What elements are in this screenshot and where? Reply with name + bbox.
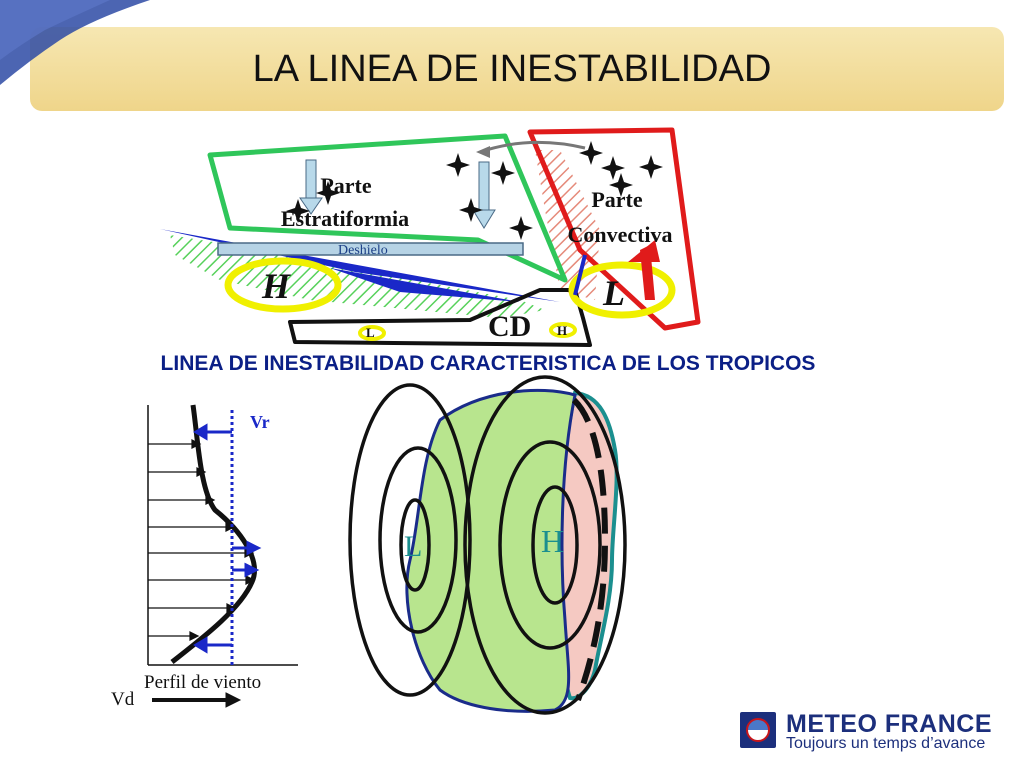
displacement-label: Vd bbox=[111, 689, 135, 710]
convective-outline bbox=[527, 127, 701, 331]
page-title: LA LINEA DE INESTABILIDAD bbox=[252, 48, 772, 90]
pressure-low-label: L bbox=[404, 530, 423, 563]
convective-label-line2: Convectiva bbox=[567, 222, 673, 247]
low-pressure-label: L bbox=[603, 273, 625, 313]
displacement-arrow-icon bbox=[152, 692, 242, 708]
logo-icon bbox=[740, 712, 776, 748]
small-high-label: H bbox=[557, 323, 568, 338]
squall-line-dashed bbox=[571, 397, 609, 701]
title-bar bbox=[30, 27, 1004, 111]
down-arrow-icon bbox=[472, 161, 496, 229]
logo-name: METEO FRANCE bbox=[786, 710, 992, 738]
section-subtitle: LINEA DE INESTABILIDAD CARACTERISTICA DE… bbox=[160, 352, 816, 375]
relative-wind-arrows bbox=[193, 423, 262, 654]
upper-flow-arrow-icon bbox=[479, 140, 586, 154]
stratiform-label-line1: Parte bbox=[320, 173, 372, 198]
upper-cross-section bbox=[160, 127, 701, 347]
meteo-france-logo: METEO FRANCE Toujours un temps d’avance bbox=[740, 710, 1000, 752]
logo-tagline: Toujours un temps d’avance bbox=[786, 735, 986, 752]
stratiform-label-line2: Estratiformia bbox=[280, 206, 410, 231]
small-low-label: L bbox=[366, 325, 375, 340]
corner-decoration bbox=[0, 0, 150, 85]
relative-wind-label: Vr bbox=[250, 412, 270, 432]
high-pressure-label: H bbox=[262, 266, 291, 306]
inflow-arrow-icon bbox=[573, 254, 587, 296]
rear-inflow-jet-lower bbox=[330, 268, 520, 302]
small-high-ellipse bbox=[549, 322, 577, 338]
convective-label-line1: Parte bbox=[591, 187, 643, 212]
melting-level-label: Deshielo bbox=[338, 243, 388, 258]
ice-crystal-icons bbox=[286, 141, 663, 240]
down-arrow-icon bbox=[299, 159, 323, 215]
profile-caption: Perfil de viento bbox=[144, 672, 262, 693]
small-low-ellipse bbox=[358, 325, 386, 341]
isobars bbox=[348, 375, 627, 715]
pressure-map bbox=[348, 375, 627, 715]
pressure-high-label: H bbox=[541, 523, 565, 559]
wind-profile-chart bbox=[147, 404, 298, 708]
cold-dome-label: CD bbox=[488, 310, 532, 343]
rain-area bbox=[405, 388, 577, 713]
stratiform-outline bbox=[207, 133, 568, 283]
melting-level-bar bbox=[217, 242, 524, 256]
high-pressure-ellipse bbox=[224, 257, 342, 313]
low-pressure-ellipse bbox=[568, 261, 676, 319]
